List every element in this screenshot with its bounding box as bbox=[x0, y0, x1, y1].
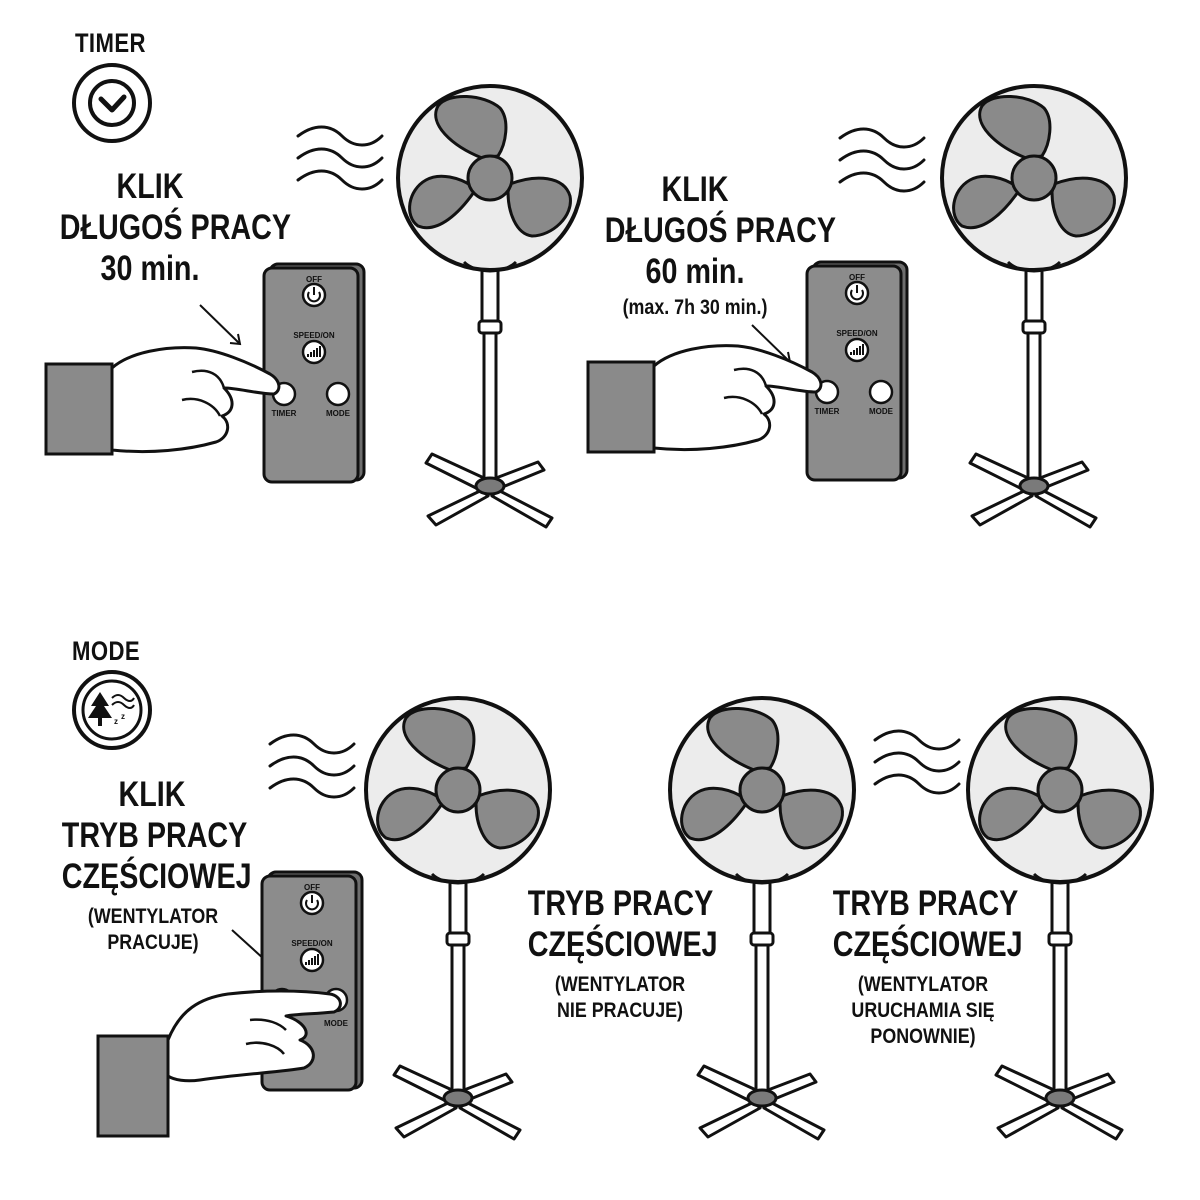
airflow-lines bbox=[296, 125, 384, 191]
mode-stopped-caption: TRYB PRACY CZĘŚCIOWEJ bbox=[527, 883, 718, 965]
note-line: PONOWNIE) bbox=[870, 1025, 976, 1048]
hand-pressing-mode bbox=[96, 989, 342, 1138]
note-line: (WENTYLATOR bbox=[857, 973, 989, 996]
mode-click-caption: KLIK TRYB PRACY CZĘŚCIOWEJ bbox=[61, 774, 252, 897]
note-line: (WENTYLATOR bbox=[554, 973, 686, 996]
mode-restart-caption: TRYB PRACY CZĘŚCIOWEJ bbox=[832, 883, 1023, 965]
remote-off-label: OFF bbox=[849, 273, 865, 282]
remote-speed-label: SPEED/ON bbox=[291, 939, 333, 948]
timer-max-note: (max. 7h 30 min.) bbox=[622, 296, 768, 319]
caption-line: CZĘŚCIOWEJ bbox=[61, 857, 252, 896]
mode-section-header: MODE bbox=[72, 636, 141, 666]
hand-pressing-timer-1 bbox=[44, 346, 281, 456]
caption-line: CZĘŚCIOWEJ bbox=[832, 925, 1023, 964]
mode-icon: z z bbox=[72, 670, 152, 750]
caption-line: 30 min. bbox=[100, 249, 200, 288]
remote-speed-label: SPEED/ON bbox=[293, 331, 335, 340]
caption-line: KLIK bbox=[661, 170, 729, 209]
timer-icon bbox=[72, 63, 152, 143]
caption-line: DŁUGOŚ PRACY bbox=[604, 211, 837, 250]
caption-line: KLIK bbox=[118, 775, 186, 814]
remote-mode-label: MODE bbox=[869, 407, 894, 416]
svg-text:z: z bbox=[121, 712, 125, 721]
hand-pressing-timer-2 bbox=[586, 344, 823, 454]
remote-off-label: OFF bbox=[306, 275, 322, 284]
caption-line: 60 min. bbox=[645, 252, 745, 291]
svg-text:z: z bbox=[114, 717, 118, 726]
caption-line: TRYB PRACY bbox=[527, 884, 714, 923]
mode-restart-note: (WENTYLATOR URUCHAMIA SIĘ PONOWNIE) bbox=[838, 972, 1008, 1050]
remote-control-1: OFF SPEED/ON TIMER MODE bbox=[262, 262, 366, 484]
caption-line: KLIK bbox=[116, 167, 184, 206]
airflow-lines bbox=[838, 127, 926, 193]
caption-line: DŁUGOŚ PRACY bbox=[59, 208, 292, 247]
remote-mode-label: MODE bbox=[326, 409, 351, 418]
remote-mode-label: MODE bbox=[324, 1019, 349, 1028]
note-line: PRACUJE) bbox=[107, 931, 199, 954]
remote-control-2: OFF SPEED/ON TIMER MODE bbox=[805, 260, 909, 482]
timer-section-header: TIMER bbox=[75, 28, 146, 58]
remote-timer-label: TIMER bbox=[272, 409, 297, 418]
airflow-lines bbox=[873, 729, 961, 795]
remote-off-label: OFF bbox=[304, 883, 320, 892]
timer-30-caption: KLIK DŁUGOŚ PRACY 30 min. bbox=[59, 166, 292, 289]
pointer-arrow-1 bbox=[199, 304, 242, 346]
mode-stopped-note: (WENTYLATOR NIE PRACUJE) bbox=[535, 972, 705, 1024]
airflow-lines bbox=[268, 733, 356, 799]
remote-timer-label: TIMER bbox=[815, 407, 840, 416]
note-line: URUCHAMIA SIĘ bbox=[851, 999, 995, 1022]
note-line: NIE PRACUJE) bbox=[557, 999, 683, 1022]
caption-line: CZĘŚCIOWEJ bbox=[527, 925, 718, 964]
mode-button[interactable] bbox=[325, 381, 351, 407]
fan-timer-60 bbox=[940, 84, 1128, 529]
timer-60-caption: KLIK DŁUGOŚ PRACY 60 min. bbox=[604, 169, 837, 292]
fan-timer-30 bbox=[396, 84, 584, 529]
fan-mode-working bbox=[364, 696, 552, 1141]
caption-line: TRYB PRACY bbox=[61, 816, 248, 855]
mode-button[interactable] bbox=[868, 379, 894, 405]
caption-line: TRYB PRACY bbox=[832, 884, 1019, 923]
remote-speed-label: SPEED/ON bbox=[836, 329, 878, 338]
note-line: (WENTYLATOR bbox=[87, 905, 219, 928]
mode-click-note: (WENTYLATOR PRACUJE) bbox=[72, 904, 234, 956]
